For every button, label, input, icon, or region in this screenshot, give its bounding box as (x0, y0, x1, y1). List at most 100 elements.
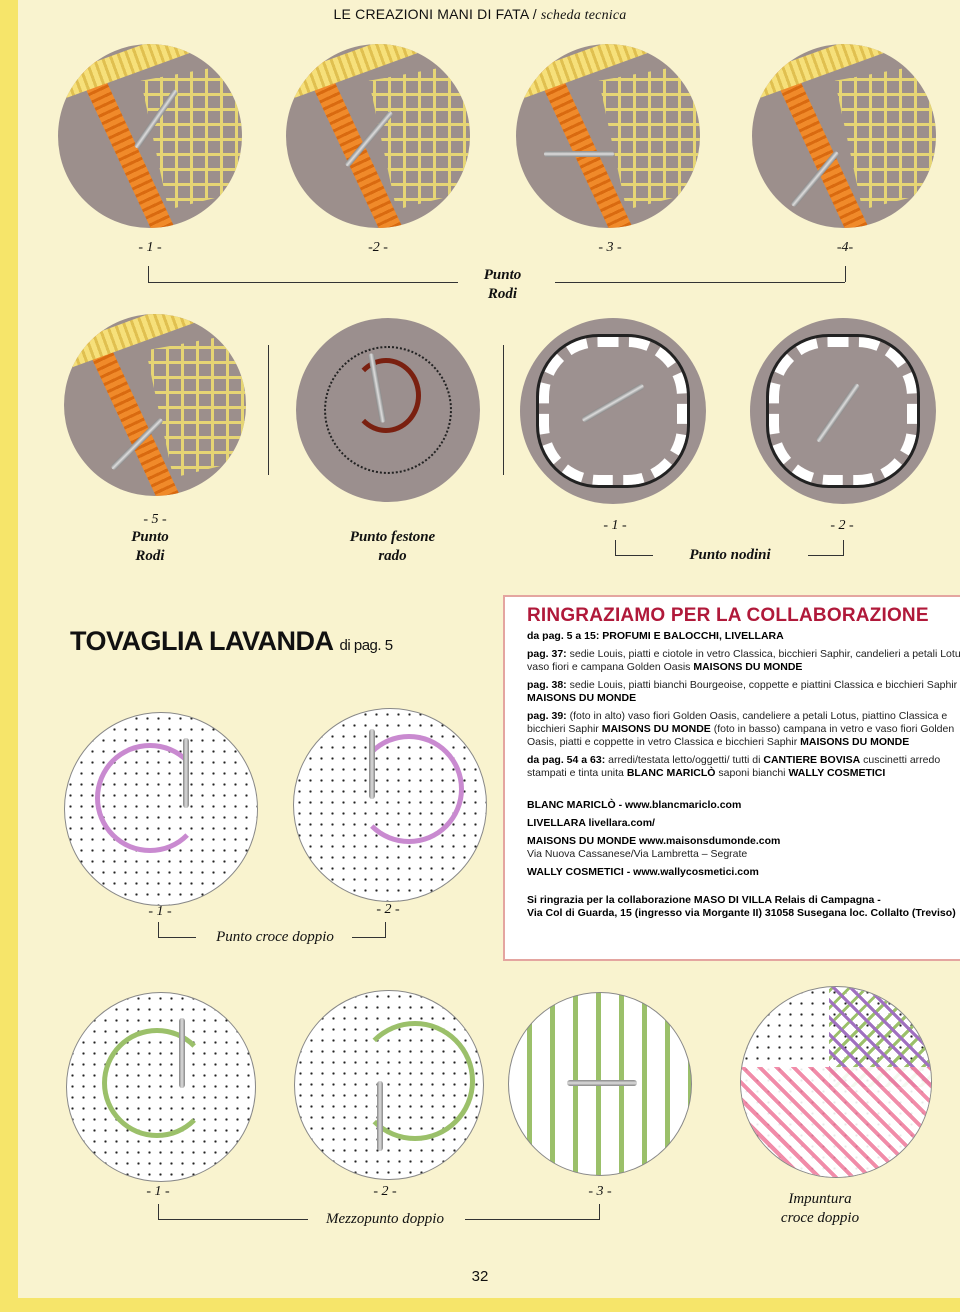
credit-text: (foto in basso) campana in vetro e vaso … (527, 723, 955, 748)
credit-label: pag. 39: (527, 710, 567, 722)
caption-line: Punto festone (349, 529, 436, 545)
credit-text: (foto in alto) vaso fiori Golden Oasis, … (527, 710, 948, 735)
contact-link[interactable]: WALLY COSMETICI - www.wallycosmetici.com (527, 866, 759, 878)
step-number: - 2 - (376, 902, 400, 917)
needle-icon (179, 1018, 185, 1088)
credit-brand: MAISONS DU MONDE (601, 723, 711, 735)
caption: Punto croce doppio (216, 929, 334, 945)
croce-step-1-illustration (64, 712, 258, 906)
caption-line: Punto (131, 529, 169, 545)
yellow-margin-strip (0, 0, 18, 1312)
mezzopunto-step-1-illustration (66, 992, 256, 1182)
mezzopunto-step-2-illustration (294, 990, 484, 1180)
caption: Mezzopunto doppio (326, 1211, 444, 1227)
thread (95, 743, 205, 853)
bracket-line (555, 282, 845, 283)
rodi-step-4-illustration (752, 44, 936, 228)
step-number: - 1 - (603, 518, 627, 533)
credit-label: da pag. 54 a 63: (527, 754, 606, 766)
step-number: - 2 - (830, 518, 854, 533)
festone-illustration (296, 318, 480, 502)
thanks-line: Si ringrazia per la collaborazione MASO … (527, 894, 881, 906)
thread (355, 1021, 475, 1141)
section-title: TOVAGLIA LAVANDA di pag. 5 (70, 626, 393, 657)
caption-line: Rodi (135, 548, 165, 564)
header-separator: / (532, 6, 537, 22)
divider (503, 345, 504, 475)
credit-label: pag. 37: (527, 648, 567, 660)
credit-brand: MAISONS DU MONDE (693, 661, 803, 673)
nodini-step-1-illustration (520, 318, 706, 504)
step-number: - 3 - (588, 1184, 612, 1199)
caption-line: rado (378, 548, 407, 564)
thread (354, 734, 464, 844)
step-number: - 1 - (146, 1184, 170, 1199)
needle-icon (369, 729, 375, 799)
rodi-step-2-illustration (286, 44, 470, 228)
bracket-line (465, 1204, 600, 1220)
croce-step-2-illustration (293, 708, 487, 902)
step-number: -4- (836, 240, 854, 255)
thanks-line: Via Col di Guarda, 15 (ingresso via Morg… (527, 907, 956, 919)
nodini-step-2-illustration (750, 318, 936, 504)
caption-line: Rodi (487, 286, 518, 302)
needle-icon (133, 88, 179, 150)
page-number: 32 (471, 1268, 489, 1285)
title-text: TOVAGLIA LAVANDA (70, 626, 333, 656)
rodi-step-5-illustration (64, 314, 246, 496)
step-number: - 1 - (138, 240, 162, 255)
credits-title: RINGRAZIAMO PER LA COLLABORAZIONE (527, 605, 929, 626)
bracket-line (158, 1204, 308, 1220)
needle-icon (567, 1080, 637, 1086)
thread (102, 1028, 212, 1138)
thread (351, 358, 421, 433)
caption-line: croce doppio (780, 1210, 860, 1226)
needle-icon (544, 151, 614, 157)
contact-link[interactable]: LIVELLARA livellara.com/ (527, 817, 655, 829)
step-number: -2 - (368, 240, 388, 255)
bracket-line (158, 922, 196, 938)
credit-label: da pag. 5 a 15: PROFUMI E BALOCCHI, LIVE… (527, 630, 784, 642)
divider (268, 345, 269, 475)
rodi-step-3-illustration (516, 44, 700, 228)
step-number: - 5 - (143, 512, 167, 527)
page-header: LE CREAZIONI MANI DI FATA / scheda tecni… (0, 6, 960, 24)
contact-link[interactable]: MAISONS DU MONDE www.maisonsdumonde.com (527, 835, 781, 847)
mezzopunto-step-3-illustration (508, 992, 692, 1176)
credit-brand: MAISONS DU MONDE (527, 692, 637, 704)
credit-brand: BLANC MARICLÒ (626, 767, 716, 779)
step-number: - 3 - (598, 240, 622, 255)
needle-icon (183, 738, 189, 808)
rodi-step-1-illustration (58, 44, 242, 228)
bracket-line (808, 540, 844, 556)
credit-brand: MAISONS DU MONDE (800, 736, 910, 748)
credit-text: arredi/testata letto/oggetti/ tutti di (605, 754, 764, 766)
header-section: scheda tecnica (540, 8, 627, 23)
contact-address: Via Nuova Cassanese/Via Lambretta – Segr… (527, 848, 748, 860)
step-number: - 2 - (373, 1184, 397, 1199)
magazine-name: LE CREAZIONI MANI DI FATA (333, 6, 529, 22)
credit-text: cuscinetti arredo stampati e tinta unita (527, 754, 941, 779)
needle-icon (367, 353, 387, 423)
needle-icon (815, 382, 861, 444)
page-ref: di pag. 5 (339, 637, 394, 654)
credit-text: saponi bianchi (715, 767, 789, 779)
bracket-line (845, 266, 846, 282)
bracket-line (148, 282, 458, 283)
credit-text: sedie Louis, piatti bianchi Bourgeoise, … (566, 679, 958, 691)
yellow-bottom-strip (0, 1298, 960, 1312)
credits-box: RINGRAZIAMO PER LA COLLABORAZIONE da pag… (503, 595, 960, 961)
needle-icon (377, 1081, 383, 1151)
credit-brand: CANTIERE BOVISA (763, 754, 861, 766)
caption-line: Impuntura (788, 1191, 852, 1207)
credit-text: sedie Louis, piatti e ciotole in vetro C… (527, 648, 960, 673)
bracket-line (352, 922, 386, 938)
step-number: - 1 - (148, 904, 172, 919)
caption-line: Punto (483, 267, 522, 283)
credit-label: pag. 38: (527, 679, 567, 691)
bracket-line (615, 540, 653, 556)
impuntura-illustration (740, 986, 932, 1178)
contact-link[interactable]: BLANC MARICLÒ - www.blancmariclo.com (527, 799, 742, 811)
caption: Punto nodini (689, 547, 771, 563)
bracket-line (148, 266, 149, 282)
